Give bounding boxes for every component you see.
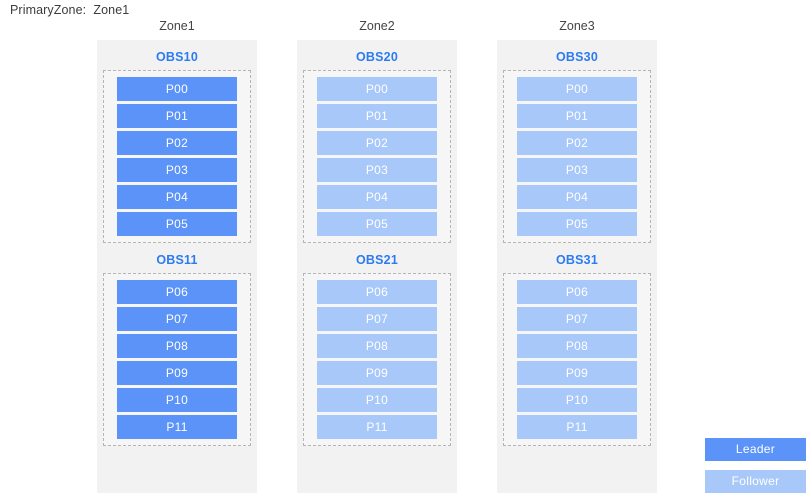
obs-label[interactable]: OBS11 bbox=[156, 253, 198, 267]
partition-block[interactable]: P01 bbox=[317, 104, 437, 128]
obs-label[interactable]: OBS20 bbox=[356, 50, 398, 64]
partition-block[interactable]: P03 bbox=[117, 158, 237, 182]
partition-block[interactable]: P08 bbox=[517, 334, 637, 358]
partition-block[interactable]: P09 bbox=[517, 361, 637, 385]
partition-block[interactable]: P06 bbox=[317, 280, 437, 304]
legend-item-leader[interactable]: Leader bbox=[705, 438, 806, 461]
zone-title: Zone3 bbox=[559, 19, 595, 33]
zone-title: Zone1 bbox=[159, 19, 195, 33]
partition-block[interactable]: P07 bbox=[117, 307, 237, 331]
partition-block[interactable]: P01 bbox=[117, 104, 237, 128]
partition-block[interactable]: P03 bbox=[317, 158, 437, 182]
partition-block[interactable]: P10 bbox=[517, 388, 637, 412]
partition-block[interactable]: P10 bbox=[117, 388, 237, 412]
partition-block[interactable]: P11 bbox=[317, 415, 437, 439]
partition-block[interactable]: P07 bbox=[517, 307, 637, 331]
partition-block[interactable]: P00 bbox=[317, 77, 437, 101]
obs-label[interactable]: OBS21 bbox=[356, 253, 398, 267]
partition-block[interactable]: P05 bbox=[317, 212, 437, 236]
partition-block[interactable]: P10 bbox=[317, 388, 437, 412]
obs-label[interactable]: OBS31 bbox=[556, 253, 598, 267]
partition-block[interactable]: P07 bbox=[317, 307, 437, 331]
partition-block[interactable]: P02 bbox=[517, 131, 637, 155]
obs-label[interactable]: OBS10 bbox=[156, 50, 198, 64]
partition-block[interactable]: P00 bbox=[517, 77, 637, 101]
primary-zone-header: PrimaryZone: Zone1 bbox=[10, 3, 130, 17]
partition-block[interactable]: P08 bbox=[117, 334, 237, 358]
partition-block[interactable]: P11 bbox=[517, 415, 637, 439]
partition-block[interactable]: P04 bbox=[317, 185, 437, 209]
partition-block[interactable]: P05 bbox=[117, 212, 237, 236]
partition-block[interactable]: P05 bbox=[517, 212, 637, 236]
zone-title: Zone2 bbox=[359, 19, 395, 33]
partition-block[interactable]: P02 bbox=[117, 131, 237, 155]
partition-block[interactable]: P02 bbox=[317, 131, 437, 155]
partition-block[interactable]: P06 bbox=[117, 280, 237, 304]
partition-block[interactable]: P06 bbox=[517, 280, 637, 304]
partition-block[interactable]: P03 bbox=[517, 158, 637, 182]
partition-block[interactable]: P09 bbox=[117, 361, 237, 385]
partition-block[interactable]: P04 bbox=[517, 185, 637, 209]
partition-block[interactable]: P08 bbox=[317, 334, 437, 358]
partition-block[interactable]: P04 bbox=[117, 185, 237, 209]
legend-item-follower[interactable]: Follower bbox=[705, 470, 806, 493]
partition-block[interactable]: P01 bbox=[517, 104, 637, 128]
partition-block[interactable]: P00 bbox=[117, 77, 237, 101]
partition-block[interactable]: P11 bbox=[117, 415, 237, 439]
partition-block[interactable]: P09 bbox=[317, 361, 437, 385]
obs-label[interactable]: OBS30 bbox=[556, 50, 598, 64]
